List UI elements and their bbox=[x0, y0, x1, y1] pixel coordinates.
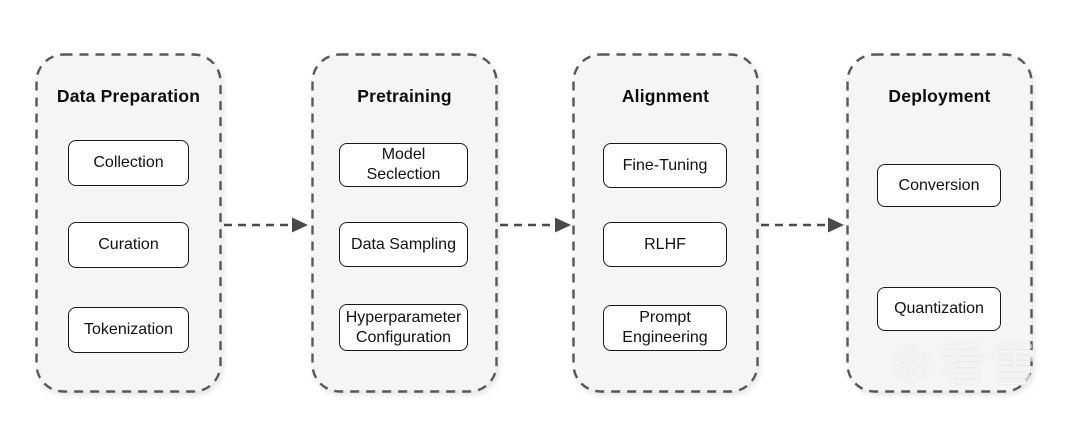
stage-title: Alignment bbox=[621, 86, 710, 106]
arrow-data-preparation-to-pretraining bbox=[224, 217, 308, 233]
stage-panel-alignment: Alignment Fine-Tuning RLHF Prompt Engine… bbox=[572, 53, 759, 393]
step-box: Conversion bbox=[877, 164, 1001, 207]
stage-panel-data-preparation: Data Preparation Collection Curation Tok… bbox=[35, 53, 222, 393]
step-box: Curation bbox=[68, 222, 189, 268]
watermark: ❄ 看雪 bbox=[888, 336, 1044, 396]
step-box: RLHF bbox=[603, 222, 727, 267]
step-box: Model Seclection bbox=[339, 143, 468, 187]
step-box: Tokenization bbox=[68, 307, 189, 353]
stage-panel-deployment: Deployment Conversion Quantization bbox=[846, 53, 1033, 393]
step-box: Prompt Engineering bbox=[603, 305, 727, 351]
step-box: Fine-Tuning bbox=[603, 143, 727, 188]
step-box: Collection bbox=[68, 140, 189, 186]
stage-panel-pretraining: Pretraining Model Seclection Data Sampli… bbox=[311, 53, 498, 393]
step-box: Hyperparameter Configuration bbox=[339, 304, 468, 351]
arrow-alignment-to-deployment bbox=[761, 217, 844, 233]
step-box: Quantization bbox=[877, 287, 1001, 331]
step-box: Data Sampling bbox=[339, 222, 468, 267]
stage-title: Deployment bbox=[888, 86, 991, 106]
stage-title: Pretraining bbox=[357, 86, 452, 106]
stage-title: Data Preparation bbox=[56, 86, 201, 106]
watermark-text: 看雪 bbox=[940, 340, 1045, 391]
snowflake-icon: ❄ bbox=[888, 335, 935, 397]
arrow-pretraining-to-alignment bbox=[500, 217, 571, 233]
